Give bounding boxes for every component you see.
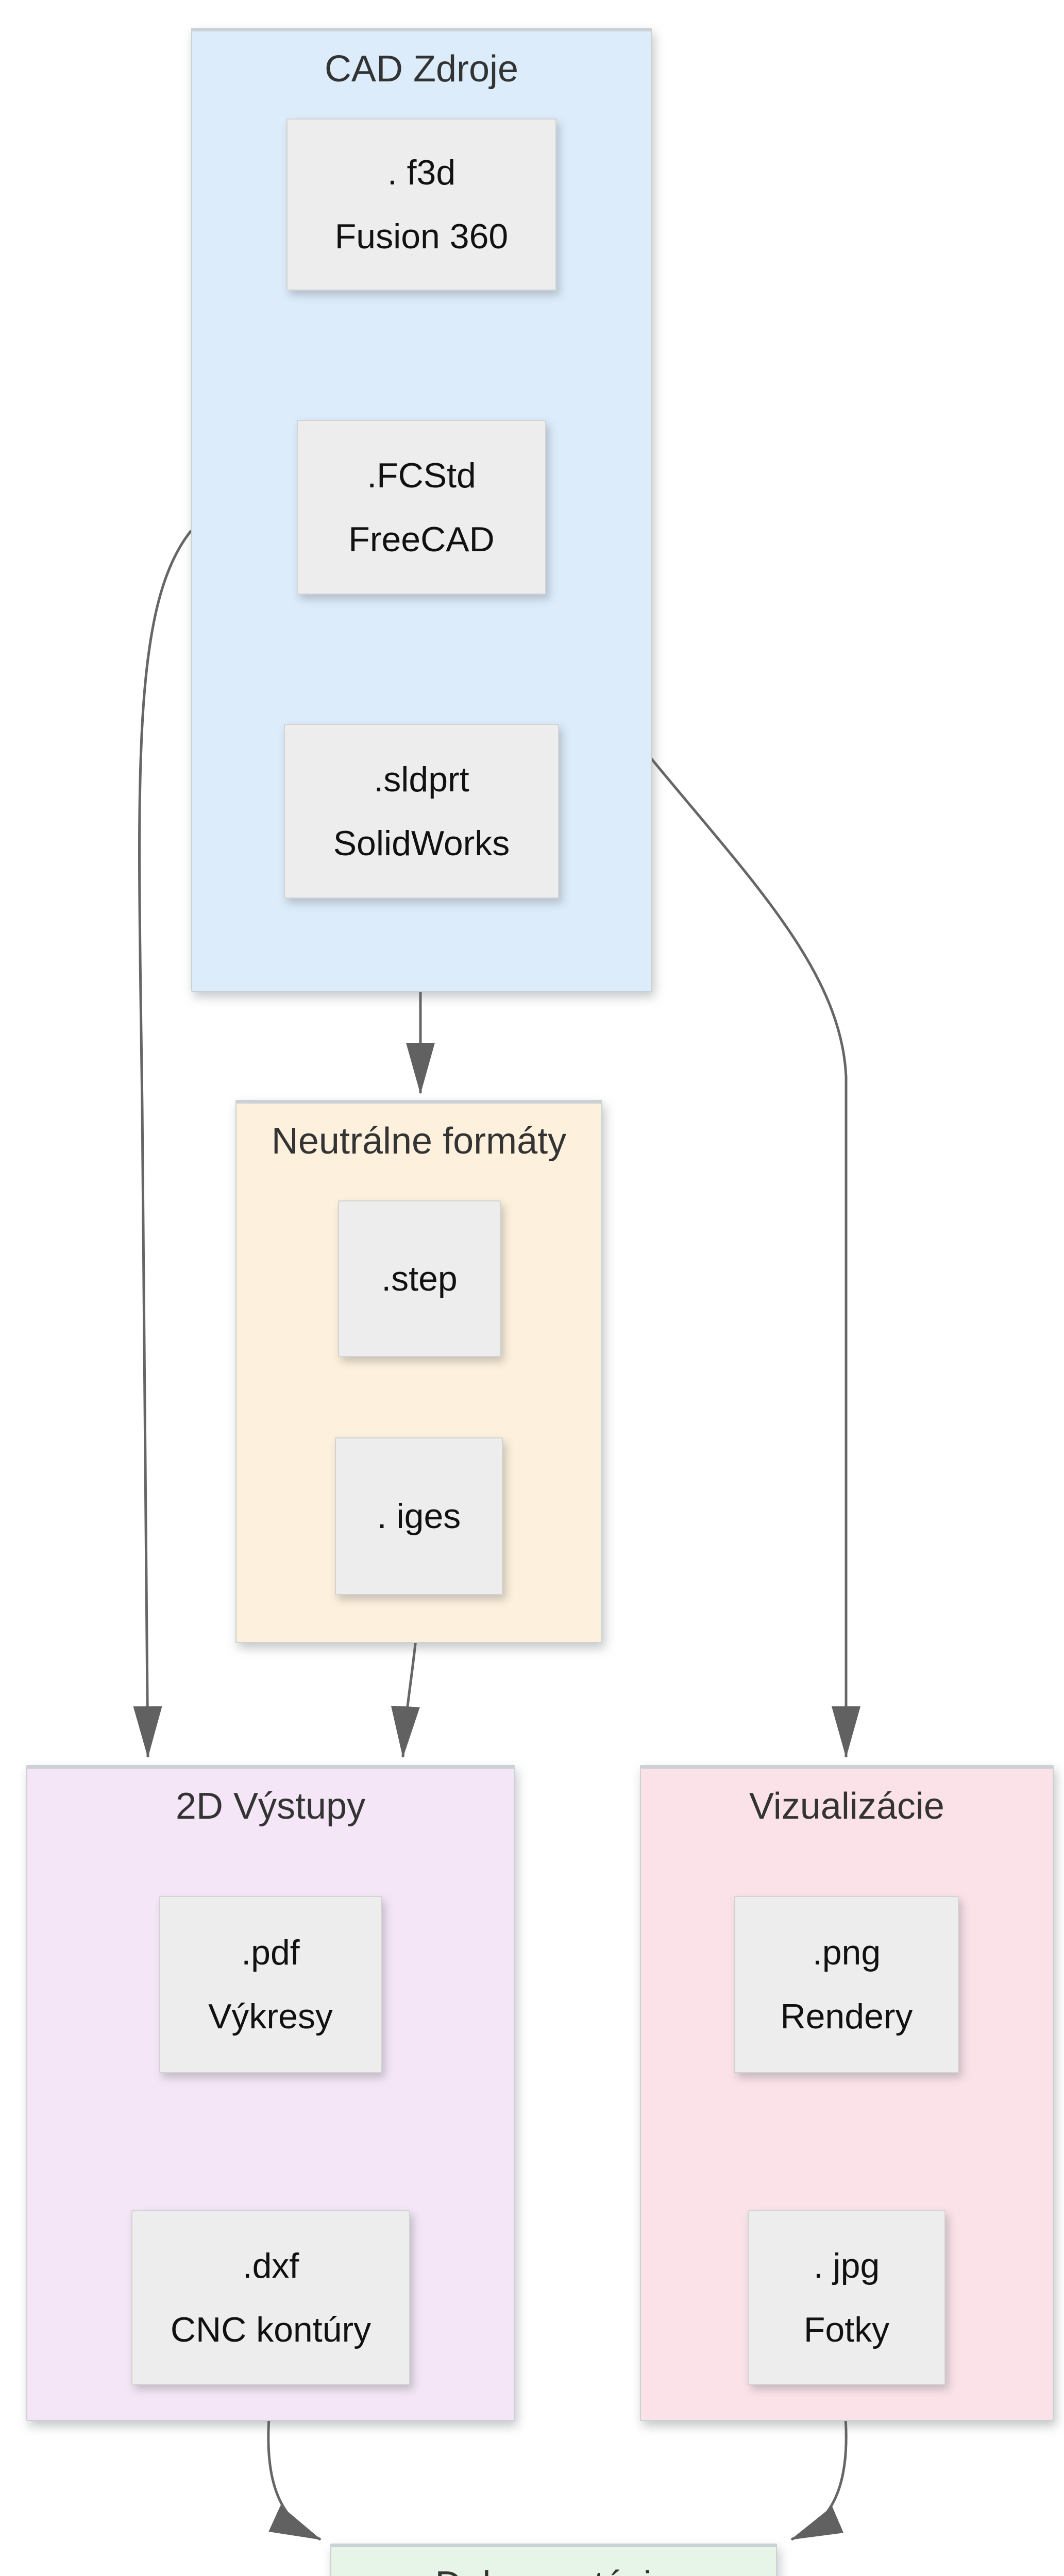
node-png-desc: Rendery: [780, 1997, 913, 2036]
group-title-2d-vystupy: 2D Výstupy: [175, 1786, 366, 1827]
node-f3d-app: Fusion 360: [334, 217, 509, 256]
node-step: .step: [338, 1200, 501, 1357]
node-dxf-desc: CNC kontúry: [170, 2310, 371, 2349]
node-png-ext: .png: [812, 1933, 881, 1972]
group-title-vizualizacie: Vizualizácie: [749, 1786, 944, 1827]
node-dxf-ext: .dxf: [242, 2246, 299, 2285]
group-title-dokumentacia: Dokumentácia: [331, 2564, 776, 2576]
edge-2d-to-dok: [267, 2418, 322, 2541]
node-pdf: .pdf Výkresy: [159, 1896, 382, 2073]
node-jpg-desc: Fotky: [803, 2310, 890, 2349]
node-sldprt-app: SolidWorks: [333, 823, 510, 863]
node-jpg-ext: . jpg: [813, 2246, 880, 2285]
node-fcstd-ext: .FCStd: [367, 455, 476, 495]
node-iges: . iges: [335, 1437, 503, 1595]
node-sldprt: .sldprt SolidWorks: [284, 724, 559, 899]
edge-cad-to-viz: [649, 756, 860, 1758]
node-pdf-ext: .pdf: [241, 1933, 300, 1972]
edge-neutral-to-2d: [391, 1639, 420, 1758]
node-sldprt-ext: .sldprt: [374, 759, 469, 799]
node-iges-ext: . iges: [377, 1497, 461, 1536]
edge-cad-to-2d: [133, 530, 192, 1758]
node-f3d-ext: . f3d: [387, 153, 456, 192]
node-fcstd: .FCStd FreeCAD: [297, 420, 546, 595]
group-dokumentacia: Dokumentácia: [330, 2544, 777, 2576]
node-f3d: . f3d Fusion 360: [286, 118, 556, 291]
group-title-cad-zdroje: CAD Zdroje: [324, 48, 519, 90]
node-jpg: . jpg Fotky: [748, 2210, 945, 2385]
node-pdf-desc: Výkresy: [208, 1997, 333, 2036]
node-dxf: .dxf CNC kontúry: [131, 2210, 410, 2385]
node-fcstd-app: FreeCAD: [348, 519, 495, 559]
edge-viz-to-dok: [790, 2418, 848, 2541]
group-title-neutralne-formaty: Neutrálne formáty: [271, 1121, 567, 1162]
node-step-ext: .step: [381, 1259, 458, 1298]
node-png: .png Rendery: [734, 1896, 959, 2073]
